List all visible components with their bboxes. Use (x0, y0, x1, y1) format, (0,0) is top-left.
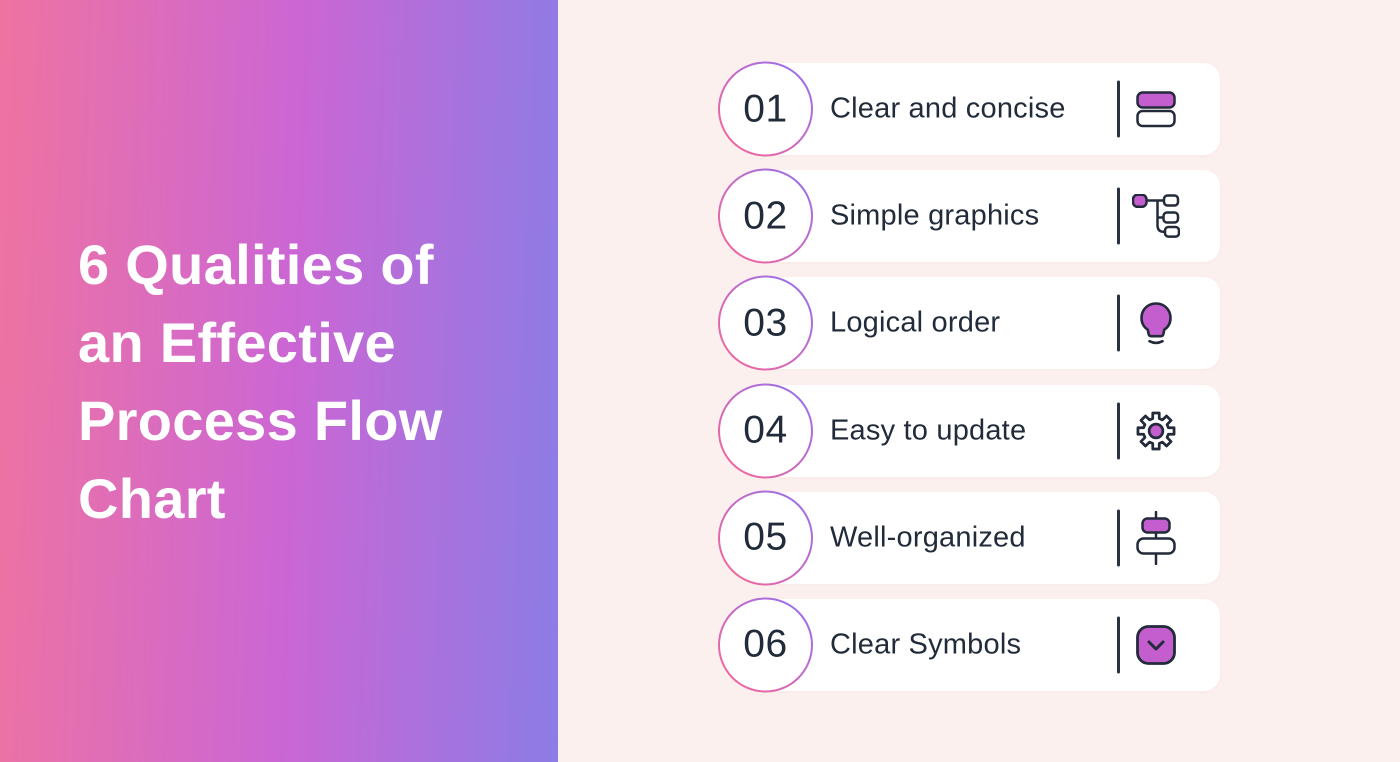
card (765, 170, 1220, 263)
stacked-rectangles-icon (1128, 63, 1184, 155)
quality-label: Clear Symbols (830, 628, 1022, 661)
list-item: 03 Logical order (718, 275, 1220, 371)
number-label: 03 (720, 277, 811, 369)
list-item: 04 Easy to update (718, 383, 1220, 479)
title-line: an Effective (78, 311, 396, 374)
number-label: 01 (720, 63, 811, 155)
divider (1117, 402, 1120, 460)
qualities-list: 01 Clear and concise 02 Simple graphics (718, 61, 1220, 693)
list-item: 02 Simple graphics (718, 168, 1220, 264)
number-badge: 01 (718, 61, 813, 157)
title-line: Process Flow (78, 389, 443, 452)
list-item: 05 Well-organized (718, 490, 1220, 586)
tree-diagram-icon (1128, 170, 1184, 262)
gradient-panel: 6 Qualities of an Effective Process Flow… (0, 0, 558, 762)
number-badge: 06 (718, 597, 813, 693)
list-item: 06 Clear Symbols (718, 597, 1220, 693)
quality-label: Well-organized (830, 521, 1026, 554)
quality-label: Simple graphics (830, 199, 1040, 232)
title-line: 6 Qualities of (78, 233, 434, 296)
number-badge: 04 (718, 383, 813, 479)
align-center-icon (1128, 492, 1184, 584)
lightbulb-icon (1128, 277, 1184, 369)
number-label: 04 (720, 385, 811, 477)
divider (1117, 80, 1120, 138)
checkbox-chevron-icon (1128, 599, 1184, 691)
divider (1117, 509, 1120, 567)
quality-label: Easy to update (830, 414, 1027, 447)
number-label: 06 (720, 599, 811, 691)
gear-icon (1128, 385, 1184, 477)
divider (1117, 187, 1120, 245)
number-label: 05 (720, 492, 811, 584)
divider (1117, 616, 1120, 674)
quality-label: Logical order (830, 306, 1001, 339)
number-badge: 03 (718, 275, 813, 371)
number-label: 02 (720, 170, 811, 262)
list-item: 01 Clear and concise (718, 61, 1220, 157)
title-line: Chart (78, 467, 226, 530)
divider (1117, 294, 1120, 352)
card (765, 63, 1220, 155)
page-title: 6 Qualities of an Effective Process Flow… (78, 226, 443, 538)
number-badge: 05 (718, 490, 813, 586)
number-badge: 02 (718, 168, 813, 264)
quality-label: Clear and concise (830, 92, 1066, 125)
